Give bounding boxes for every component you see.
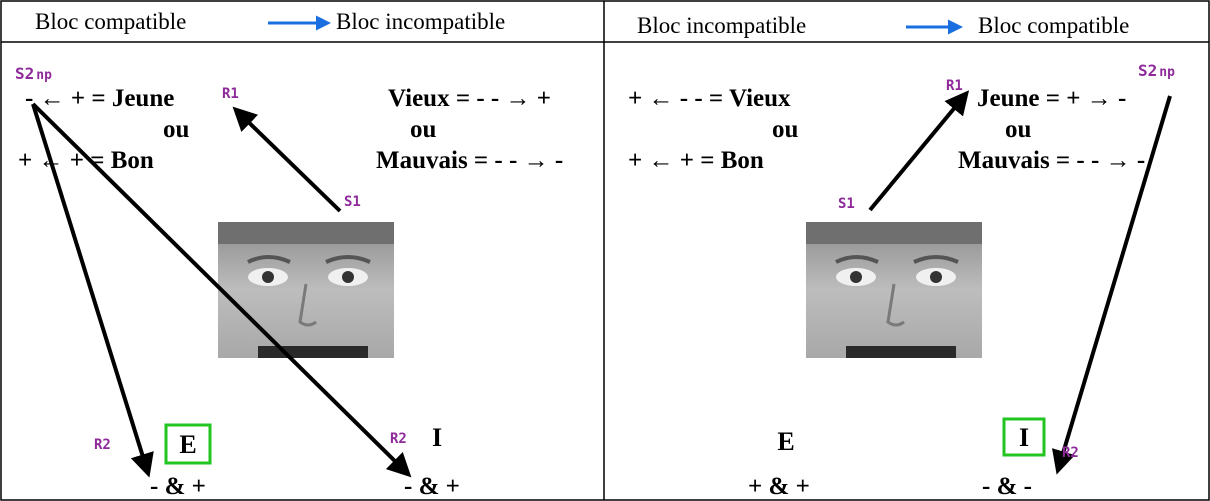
response-right-sign: - & + [404, 473, 460, 500]
face-photo-icon [806, 222, 982, 358]
response-left-sign: + & + [748, 473, 810, 500]
r1-label: R1 [222, 86, 239, 102]
left-row-ou: ou [772, 116, 799, 143]
left-row-3: + ← + = Bon [628, 147, 764, 174]
right-row-ou: ou [410, 116, 437, 143]
left-row-3: + ← + = Bon [18, 147, 154, 174]
s2-text: S2 [15, 64, 34, 83]
face-photo-icon [218, 222, 394, 358]
header-from: Bloc incompatible [637, 13, 806, 38]
s1-to-r1-arrow [870, 94, 966, 210]
left-row-1: - ← + = Jeune [25, 85, 174, 112]
response-right-sign: - & - [982, 473, 1032, 500]
right-row-ou: ou [1005, 116, 1032, 143]
s1-to-r1-arrow [236, 110, 340, 211]
left-row-1: + ← - - = Vieux [628, 85, 791, 112]
header-to: Bloc incompatible [336, 9, 505, 34]
np-text: np [1159, 65, 1175, 80]
response-left-letter: E [777, 427, 794, 456]
panel-incompatible-to-compatible: Bloc incompatible Bloc compatible + ← - … [628, 13, 1175, 500]
header-from: Bloc compatible [35, 9, 186, 34]
right-row-3: Mauvais = - - → - [958, 147, 1145, 174]
right-row-3: Mauvais = - - → - [376, 147, 563, 174]
r2-right-label: R2 [1062, 445, 1079, 461]
r1-label: R1 [946, 78, 963, 94]
r2-right-label: R2 [390, 431, 407, 447]
s1-label: S1 [838, 196, 855, 212]
np-text: np [36, 68, 52, 83]
s2-text: S2 [1138, 61, 1157, 80]
response-left-sign: - & + [150, 473, 206, 500]
response-right-letter: I [432, 423, 442, 452]
response-right-letter: I [1019, 423, 1029, 452]
right-row-1: Vieux = - - → + [388, 85, 551, 112]
header-to: Bloc compatible [978, 13, 1129, 38]
left-row-ou: ou [163, 116, 190, 143]
s1-label: S1 [344, 194, 361, 210]
r2-left-label: R2 [94, 437, 111, 453]
right-row-1: Jeune = + → - [977, 85, 1126, 112]
response-left-letter: E [179, 430, 196, 459]
